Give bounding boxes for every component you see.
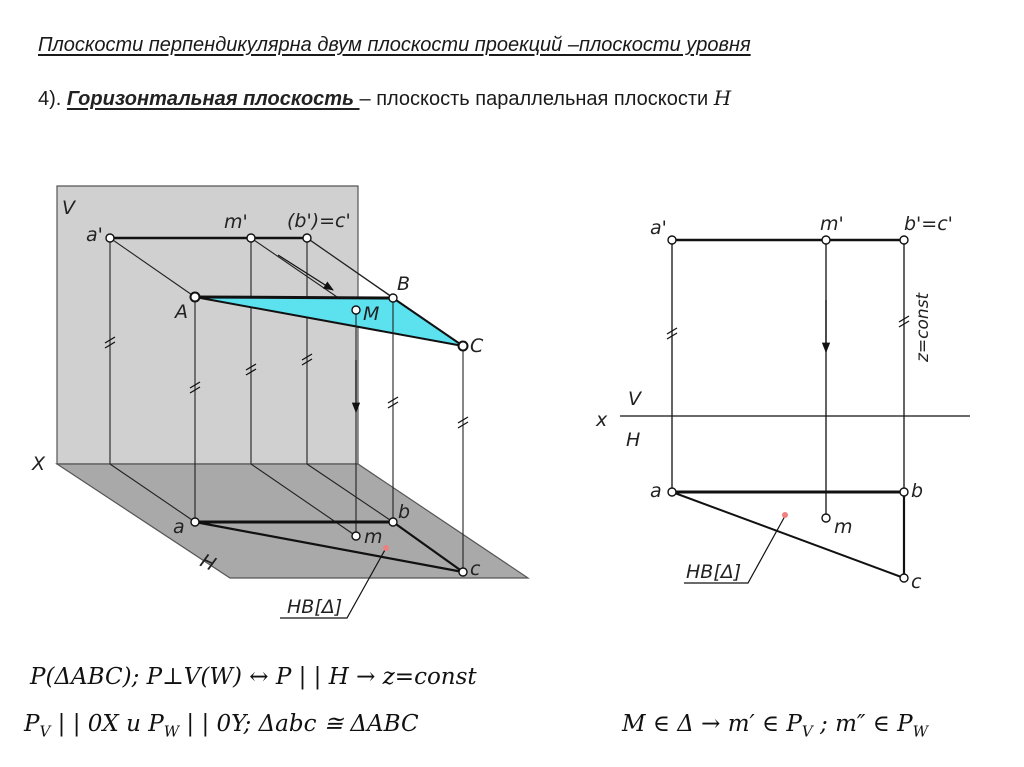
label-a: a xyxy=(173,516,185,538)
label-hb: НВ[Δ] xyxy=(287,596,342,618)
label-V-right: V xyxy=(628,388,643,410)
label-m-right: m xyxy=(834,516,853,538)
page-title: Плоскости перпендикулярна двум плоскости… xyxy=(38,34,751,56)
h-link-m xyxy=(250,463,357,537)
hb-leader-right xyxy=(684,515,786,584)
h-link-b xyxy=(306,463,394,523)
right-epure-diagram: a' m' b'=c' z=const x V H a b c m НВ[Δ] xyxy=(595,213,970,593)
label-C: C xyxy=(470,335,484,357)
label-c-right: c xyxy=(911,571,922,593)
hb-point-mark xyxy=(383,545,389,551)
label-B: B xyxy=(397,273,410,295)
label-b-c-prime: (b')=c' xyxy=(287,210,351,232)
formula-line-2: PV | | 0X и PW | | 0Y; Δabc ≅ ΔABC xyxy=(24,711,419,741)
definition-line: 4). Горизонтальная плоскость – плоскость… xyxy=(38,86,731,111)
label-A: A xyxy=(173,301,188,323)
label-x-axis: x xyxy=(595,409,608,431)
label-m: m xyxy=(364,526,383,548)
hb-point-mark-right xyxy=(782,512,788,518)
term: Горизонтальная плоскость xyxy=(66,88,360,110)
label-zconst: z=const xyxy=(913,291,933,363)
item-number: 4). xyxy=(38,88,62,110)
formula-line-1: P(ΔABC); P⊥V(W) ↔ P | | H → z=const xyxy=(30,664,477,690)
label-b-right: b xyxy=(911,480,923,502)
hb-leader xyxy=(280,547,387,619)
points xyxy=(105,233,469,577)
equality-marks xyxy=(104,336,469,429)
label-a-prime: a' xyxy=(86,224,103,246)
label-m-prime: m' xyxy=(224,211,248,233)
label-V: V xyxy=(62,197,77,219)
label-hb-right: НВ[Δ] xyxy=(686,561,741,583)
label-X: X xyxy=(31,453,46,475)
label-c: c xyxy=(470,558,481,580)
label-m-prime-right: m' xyxy=(820,213,844,235)
label-b-c-prime-right: b'=c' xyxy=(904,213,953,235)
label-a-prime-right: a' xyxy=(650,217,667,239)
arrow-to-m xyxy=(277,254,334,291)
projector-a xyxy=(109,237,196,298)
left-spatial-diagram: V X H a' m' (b')=c' A B C M a b c m НВ[Δ… xyxy=(31,185,530,619)
formula-line-3: M ∈ Δ → m′ ∈ PV ; m″ ∈ PW xyxy=(622,711,929,741)
label-a-right: a xyxy=(650,480,662,502)
label-b: b xyxy=(398,501,410,523)
plane-symbol: H xyxy=(713,86,732,110)
right-equality-marks xyxy=(666,315,910,340)
definition-text: – плоскость параллельная плоскости xyxy=(359,88,714,110)
label-H-right: H xyxy=(626,429,640,451)
label-M: M xyxy=(363,303,379,325)
h-link-a xyxy=(109,463,196,523)
right-points xyxy=(667,235,909,583)
